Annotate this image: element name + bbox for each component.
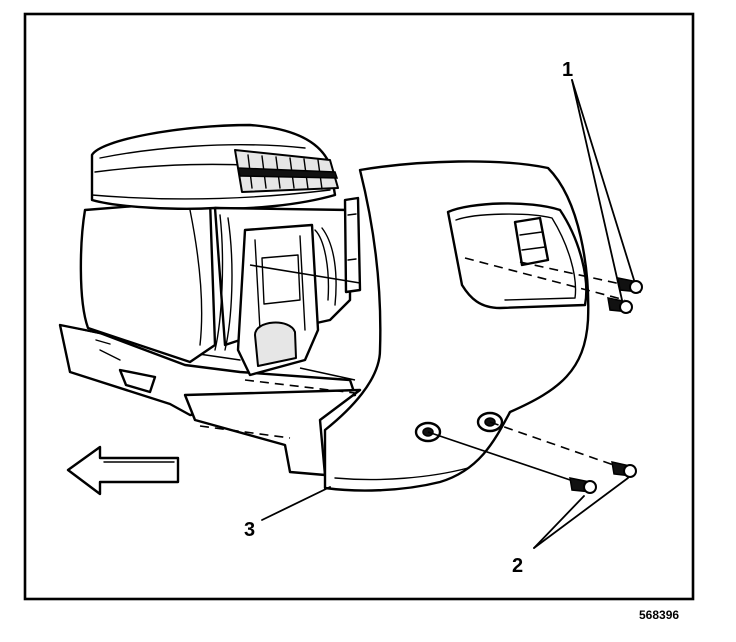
alignment-lines — [199, 257, 631, 486]
upper-screw-2 — [607, 297, 633, 314]
console-body — [58, 123, 362, 477]
lower-screw-2 — [569, 477, 597, 494]
figure-number: 568396 — [639, 608, 679, 622]
callout-3: 3 — [244, 519, 255, 541]
callout-2: 2 — [512, 555, 523, 577]
upper-screw-1 — [617, 277, 643, 294]
callout-1: 1 — [562, 59, 573, 81]
lower-screw-1 — [611, 461, 637, 478]
leader-lines — [261, 79, 635, 549]
forward-direction-arrow — [66, 445, 180, 496]
console-rear-trim-panel — [323, 160, 590, 492]
